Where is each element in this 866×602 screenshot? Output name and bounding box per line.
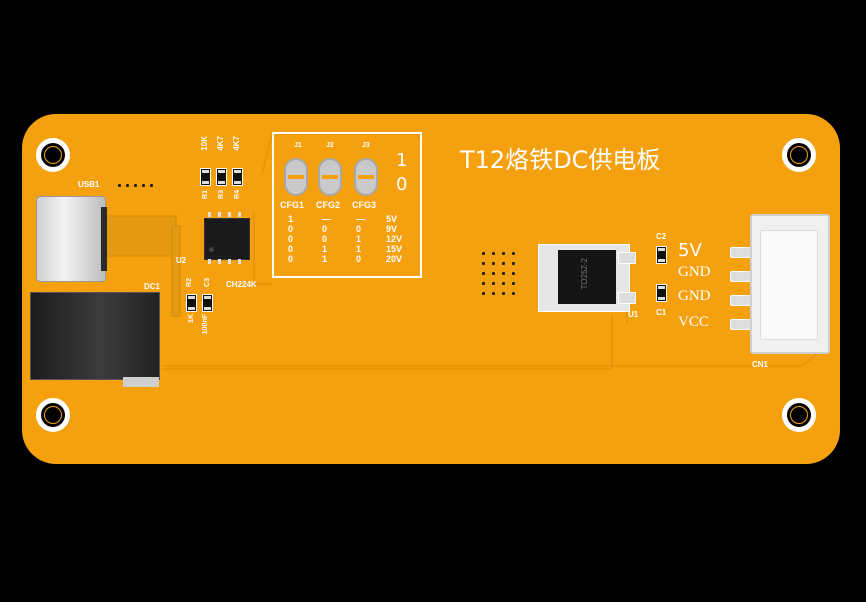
j3-label: J3 bbox=[362, 142, 370, 149]
pin-label-vcc: VCC bbox=[678, 314, 709, 330]
config-row: 1——5V bbox=[288, 214, 398, 224]
j2-label: J2 bbox=[326, 142, 334, 149]
j1-label: J1 bbox=[294, 142, 302, 149]
r2-label: R2 bbox=[186, 278, 193, 287]
cfg2-header: CFG2 bbox=[316, 200, 341, 210]
c3-value: 100nF bbox=[202, 314, 209, 335]
u1-label: U1 bbox=[628, 310, 639, 319]
state-low-label: 0 bbox=[396, 174, 408, 195]
pin-label-gnd-1: GND bbox=[678, 264, 711, 280]
jumper-pad-j2 bbox=[318, 158, 342, 196]
mounting-hole-bottom-left bbox=[36, 398, 70, 432]
usb1-label: USB1 bbox=[78, 180, 100, 189]
capacitor-c3 bbox=[202, 294, 213, 312]
r4-label: R4 bbox=[234, 190, 241, 199]
cn1-label: CN1 bbox=[752, 360, 769, 369]
c2-label: C2 bbox=[656, 232, 667, 241]
mounting-hole-top-left bbox=[36, 138, 70, 172]
r1-label: R1 bbox=[202, 190, 209, 199]
resistor-r2 bbox=[186, 294, 197, 312]
pcb-board: USB1 DC1 10K 4K7 4K7 R1 R3 R4 U2 CH224K … bbox=[22, 114, 840, 464]
ch224k-label: CH224K bbox=[226, 280, 257, 289]
r3-value: 4K7 bbox=[216, 136, 225, 151]
u2-label: U2 bbox=[176, 256, 187, 265]
c1-label: C1 bbox=[656, 308, 667, 317]
board-title: T12烙铁DC供电板 bbox=[460, 146, 661, 174]
pin-label-5v: 5V bbox=[678, 240, 702, 261]
jumper-pad-j3 bbox=[354, 158, 378, 196]
c3-label: C3 bbox=[204, 278, 211, 287]
cfg3-header: CFG3 bbox=[352, 200, 377, 210]
mounting-hole-top-right bbox=[782, 138, 816, 172]
dc1-label: DC1 bbox=[144, 282, 161, 291]
regulator-pin-1 bbox=[618, 252, 636, 264]
r4-value: 4K7 bbox=[232, 136, 241, 151]
resistor-r4 bbox=[232, 168, 243, 186]
regulator-u1: TO252-2 bbox=[558, 250, 616, 304]
resistor-r3 bbox=[216, 168, 227, 186]
usb-c-connector bbox=[36, 196, 107, 282]
ch224k-chip bbox=[204, 218, 250, 260]
dc-barrel-jack bbox=[30, 292, 160, 387]
r1-value: 10K bbox=[200, 136, 209, 151]
r2-value: 1K bbox=[188, 314, 195, 323]
cn1-connector bbox=[750, 214, 830, 354]
capacitor-c2 bbox=[656, 246, 667, 264]
regulator-marking: TO252-2 bbox=[580, 258, 589, 290]
copper-traces bbox=[103, 133, 818, 370]
capacitor-c1 bbox=[656, 284, 667, 302]
mounting-hole-bottom-right bbox=[782, 398, 816, 432]
jumper-pad-j1 bbox=[284, 158, 308, 196]
r3-label: R3 bbox=[218, 190, 225, 199]
state-high-label: 1 bbox=[396, 150, 408, 171]
resistor-r1 bbox=[200, 168, 211, 186]
cfg1-header: CFG1 bbox=[280, 200, 305, 210]
pin-label-gnd-2: GND bbox=[678, 288, 711, 304]
regulator-pin-2 bbox=[618, 292, 636, 304]
